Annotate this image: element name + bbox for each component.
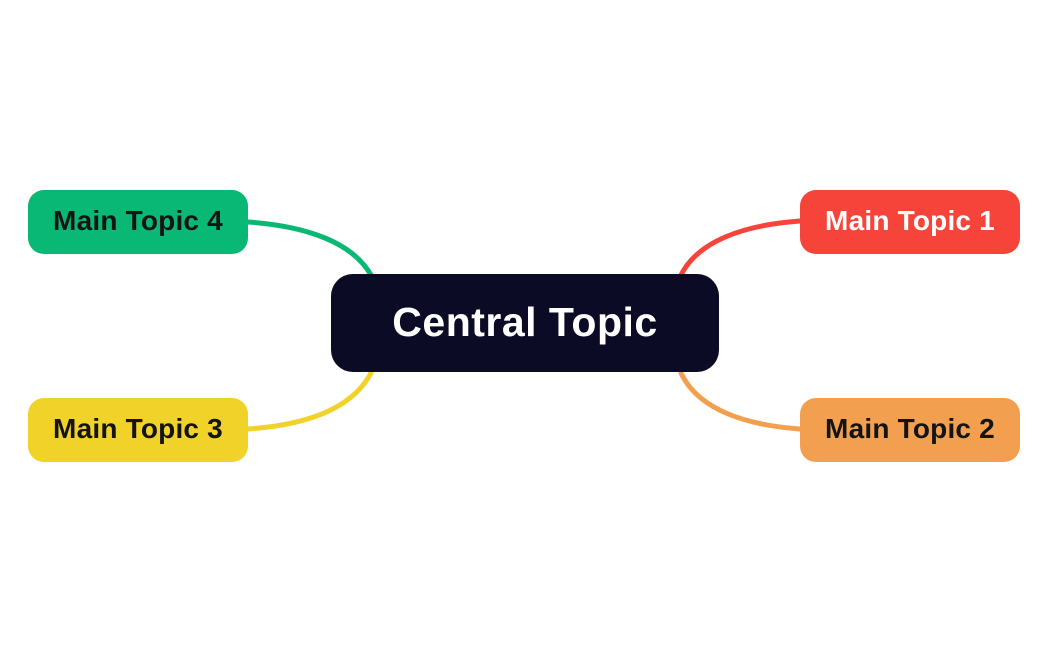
main-topic-1-node[interactable]: Main Topic 1	[800, 190, 1020, 254]
connector-main-topic-1	[678, 218, 803, 278]
main-topic-4-node[interactable]: Main Topic 4	[28, 190, 248, 254]
connector-main-topic-2	[678, 370, 803, 432]
main-topic-3-node[interactable]: Main Topic 3	[28, 398, 248, 462]
main-topic-1-label: Main Topic 1	[825, 205, 995, 236]
main-topic-3-label: Main Topic 3	[53, 413, 223, 444]
connector-main-topic-4	[245, 219, 374, 278]
central-topic-node[interactable]: Central Topic	[331, 274, 719, 372]
central-topic-label: Central Topic	[392, 298, 658, 345]
connector-main-topic-3	[245, 370, 374, 432]
main-topic-4-label: Main Topic 4	[53, 205, 223, 236]
main-topic-2-label: Main Topic 2	[825, 413, 995, 444]
main-topic-2-node[interactable]: Main Topic 2	[800, 398, 1020, 462]
